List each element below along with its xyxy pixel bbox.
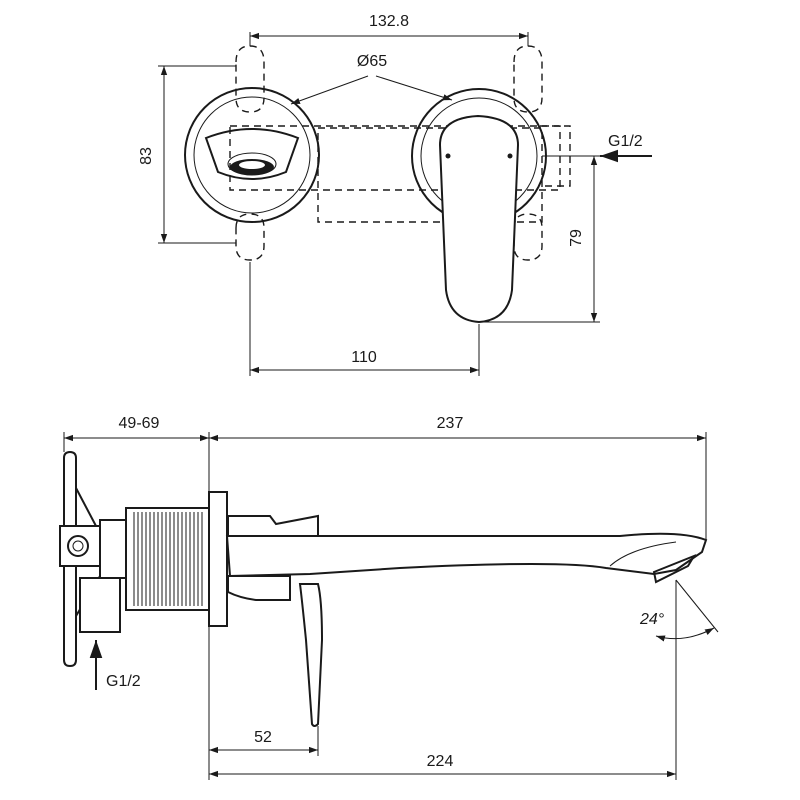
dim-label-52: 52 — [254, 729, 272, 746]
hidden-inner-outline — [317, 127, 543, 223]
spout-tip-detail — [652, 553, 697, 584]
rosette-flange — [208, 491, 228, 627]
lever-dot-right — [507, 153, 513, 159]
lever-collar — [227, 575, 291, 601]
diameter-leader-right — [375, 75, 453, 101]
connection-label-front: G1/2 — [608, 133, 643, 150]
connector-nut-inner — [72, 540, 84, 552]
dim-label-diameter: Ø65 — [357, 53, 387, 70]
dim-label-110: 110 — [351, 349, 377, 366]
side-view: 49-69 237 G1/2 24° 52 224 — [59, 415, 719, 780]
connector-nut — [67, 535, 89, 557]
threaded-sleeve — [125, 507, 211, 611]
lever-handle — [438, 114, 520, 324]
lever-dot-left — [445, 153, 451, 159]
spout-rosette — [184, 87, 320, 223]
mounting-slot-right-top — [513, 45, 543, 113]
angle-flow-line — [675, 579, 719, 633]
mounting-slot-right-bottom — [513, 213, 543, 261]
dim-label-49-69: 49-69 — [119, 415, 160, 432]
diameter-leader-left — [290, 75, 369, 105]
spout-mouth — [204, 128, 300, 180]
dim-label-224: 224 — [427, 753, 454, 770]
hidden-body-outline — [229, 125, 561, 191]
thread-lines — [133, 512, 203, 606]
dim-label-237: 237 — [437, 415, 464, 432]
lever-handle-side — [298, 583, 324, 727]
spout-arm — [225, 532, 708, 578]
dim-label-83: 83 — [138, 147, 155, 165]
aerator-core — [239, 161, 265, 169]
front-view: 132.8 Ø65 83 79 G1/2 110 — [138, 13, 652, 376]
dim-label-79: 79 — [568, 229, 585, 247]
spout-curve — [609, 541, 677, 567]
dim-label-132-8: 132.8 — [369, 13, 409, 30]
spout-rosette-inner — [193, 96, 311, 214]
wall-bracket-upper — [75, 487, 97, 527]
mounting-slot-left-bottom — [235, 213, 265, 261]
connector-block — [59, 525, 105, 567]
lever-cover — [227, 514, 319, 537]
connection-label-side: G1/2 — [106, 673, 141, 690]
angle-label: 24° — [639, 611, 665, 628]
mounting-slot-left-top — [235, 45, 265, 113]
inlet-stub — [79, 577, 121, 633]
angle-arc — [655, 627, 715, 642]
